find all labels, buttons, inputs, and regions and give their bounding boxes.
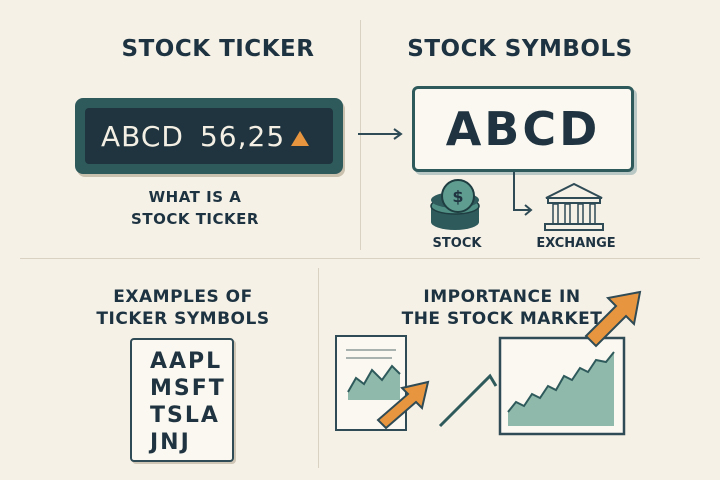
bank-exchange-icon [544,182,604,231]
coin-stack-icon: $ [430,179,480,230]
importance-heading-line-2: THE STOCK MARKET [401,309,603,329]
line-chart-icon [498,336,626,436]
stock-symbol-card: ABCD [412,86,634,172]
list-item: MSFT [150,376,226,401]
stock-ticker-heading: STOCK TICKER [121,36,315,62]
trend-line-icon [438,373,498,428]
list-item: AAPL [150,349,223,374]
stock-symbol-text: ABCD [445,102,601,156]
list-item: JNJ [150,430,191,455]
importance-heading: IMPORTANCE IN THE STOCK MARKET [392,286,612,330]
examples-heading-line-2: TICKER SYMBOLS [96,309,270,329]
ticker-display: ABCD 56,25 [75,98,343,174]
ticker-symbol: ABCD [101,119,184,153]
stock-ticker-caption: WHAT IS A STOCK TICKER [95,186,295,230]
rising-arrow-icon [584,290,642,348]
stock-label: STOCK [432,236,482,251]
ticker-symbols-list: AAPL MSFT TSLA JNJ [130,338,234,462]
list-item: TSLA [150,403,220,428]
ticker-price: 56,25 [199,119,286,153]
caption-line-1: WHAT IS A [148,188,242,206]
importance-heading-line-1: IMPORTANCE IN [423,287,581,307]
trend-up-arrow-icon [376,380,430,430]
arrow-right-icon [358,128,403,140]
svg-text:$: $ [452,187,463,206]
price-up-arrow-icon [291,130,310,146]
examples-heading-line-1: EXAMPLES OF [113,287,253,307]
divider-vertical-bottom [318,268,319,468]
connector-arrow-icon [513,172,533,216]
caption-line-2: STOCK TICKER [131,210,259,228]
examples-heading: EXAMPLES OF TICKER SYMBOLS [78,286,288,330]
divider-horizontal [20,258,700,259]
exchange-label: EXCHANGE [536,236,616,251]
stock-symbols-heading: STOCK SYMBOLS [407,36,633,62]
ticker-screen: ABCD 56,25 [85,108,333,164]
